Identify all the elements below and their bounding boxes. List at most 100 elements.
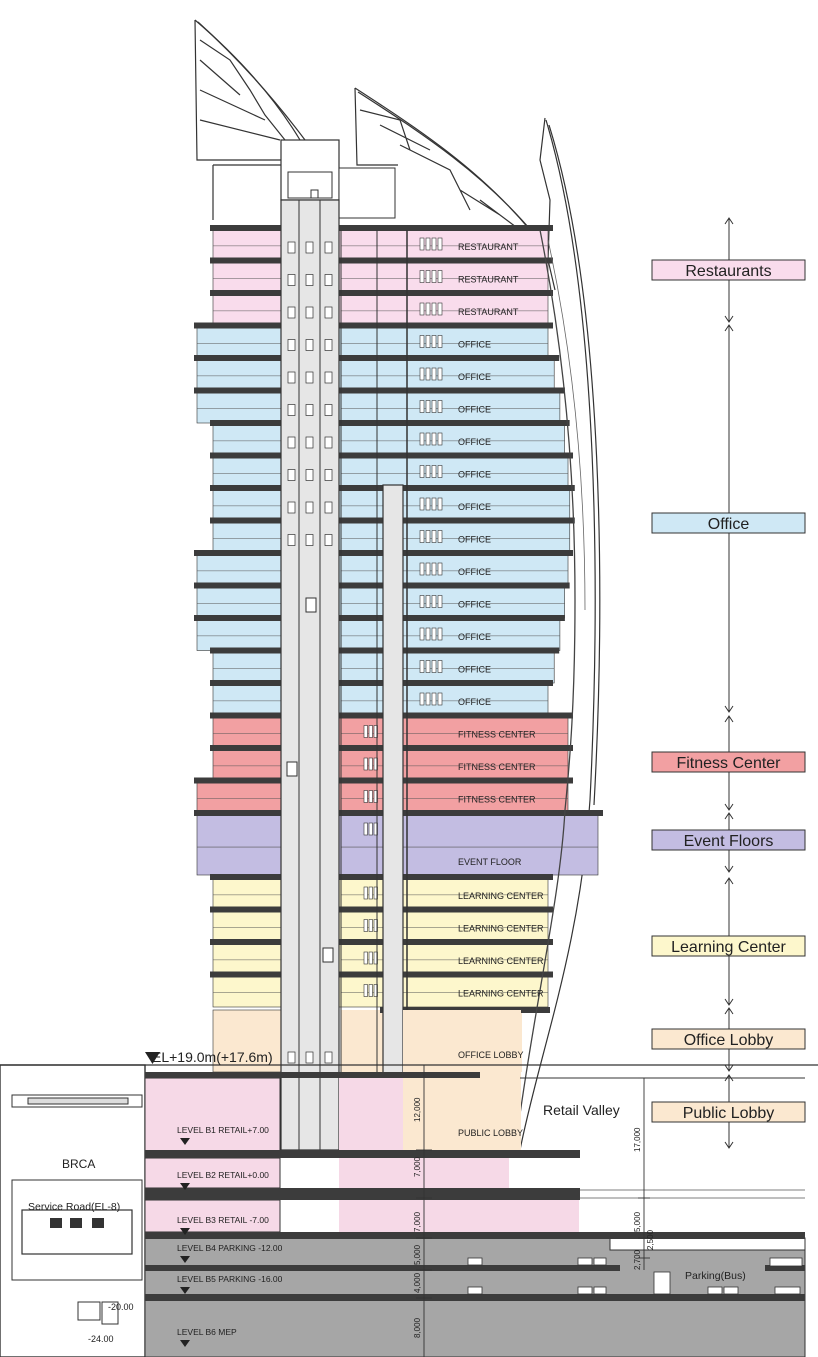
- toilet-stall: [437, 335, 443, 348]
- toilet-stall: [368, 951, 373, 965]
- slab: [145, 1294, 805, 1301]
- floor-slab: [210, 290, 553, 296]
- dim-label: 5,000: [413, 1244, 422, 1265]
- zone-legend-box: [651, 829, 806, 851]
- retail-b3-right: [339, 1200, 579, 1232]
- floor-fill: [212, 422, 565, 456]
- parking-bus-label: Parking(Bus): [685, 1270, 746, 1282]
- core-opening: [305, 597, 317, 613]
- elevator-door: [287, 241, 296, 254]
- floor-slab: [210, 939, 553, 945]
- toilet-stall: [437, 465, 443, 478]
- floor-label: EVENT FLOOR: [458, 857, 522, 867]
- retail-b3-left: [144, 1199, 281, 1233]
- elevator-core: [280, 199, 340, 1151]
- elevator-door: [287, 306, 296, 319]
- floor-label: OFFICE: [458, 567, 491, 577]
- retail-b1-left: [144, 1077, 281, 1159]
- elevator-door: [305, 1051, 314, 1064]
- floor-label: LEARNING CENTER: [458, 988, 544, 998]
- dim-label: 17,000: [633, 1127, 642, 1152]
- dimension-labels-right: 17,000 5,000 2,700 2,500: [633, 1127, 655, 1270]
- zone-legend-box: [651, 1028, 806, 1050]
- elevator-door: [287, 436, 296, 449]
- floor-label: OFFICE: [458, 372, 491, 382]
- elevator-door: [305, 501, 314, 514]
- core-opening: [286, 761, 298, 777]
- elevator-door: [287, 339, 296, 351]
- toilet-stall: [425, 562, 431, 576]
- toilet-stall: [431, 367, 437, 381]
- slab: [145, 1232, 805, 1239]
- arrow-up-icon: [724, 324, 734, 332]
- floor-slab: [194, 322, 553, 329]
- floor-label: LEARNING CENTER: [458, 891, 544, 901]
- slab: [145, 1150, 580, 1158]
- elevator-door: [324, 371, 333, 384]
- podium-basement: [0, 1010, 818, 1357]
- elevator-door: [287, 404, 296, 416]
- floor-label: OFFICE: [458, 664, 491, 674]
- toilet-stall: [419, 530, 425, 543]
- toilet-stall: [437, 692, 443, 706]
- brca-bridge-deck: [27, 1097, 129, 1105]
- toilet-stall: [425, 367, 431, 381]
- toilet-stall: [425, 692, 431, 706]
- toilet-stall: [431, 400, 437, 413]
- floor-label: PUBLIC LOBBY: [458, 1128, 523, 1138]
- elevator-door: [324, 339, 333, 351]
- floor-fill: [196, 325, 549, 359]
- toilet-stall: [431, 530, 437, 543]
- elevator-door: [324, 469, 333, 481]
- floor-fill: [212, 260, 549, 294]
- arrow-down-icon: [724, 998, 734, 1006]
- toilet-stall: [368, 725, 373, 738]
- level-marker: [180, 1287, 190, 1294]
- zone-legend-label: Fitness Center: [676, 755, 781, 772]
- floor-slab: [210, 225, 553, 231]
- arrow-up-icon: [724, 1074, 734, 1082]
- dim-label: 12,000: [413, 1097, 422, 1122]
- elevator-door: [305, 274, 314, 286]
- floor-fill: [196, 617, 561, 651]
- zone-legend-box: [651, 512, 806, 534]
- toilet-stall: [437, 497, 443, 511]
- dim-label: 8,000: [413, 1317, 422, 1338]
- toilet-stall: [363, 790, 368, 803]
- toilet-stall: [437, 270, 443, 283]
- floor-label: OFFICE: [458, 632, 491, 642]
- slab: [145, 1265, 620, 1271]
- arrow-down-icon: [724, 1064, 734, 1072]
- floor-fill: [212, 909, 549, 943]
- level-value-small: -20.00: [108, 1302, 134, 1312]
- toilet-stall: [368, 822, 373, 836]
- floor-fill: [196, 357, 555, 391]
- toilet-stall: [431, 497, 437, 511]
- arrow-down-icon: [724, 865, 734, 873]
- floor-label: RESTAURANT: [458, 274, 519, 284]
- floor-slab: [210, 874, 553, 880]
- arrow-up-icon: [724, 1007, 734, 1015]
- dim-label: 2,500: [646, 1229, 655, 1250]
- slab: [765, 1265, 805, 1271]
- floor-label: OFFICE: [458, 697, 491, 707]
- floor-label: FITNESS CENTER: [458, 729, 536, 739]
- toilet-stall: [363, 984, 368, 997]
- floor-slab: [210, 906, 553, 913]
- level-marker: [180, 1138, 190, 1145]
- toilet-stall: [431, 465, 437, 478]
- floor-label: RESTAURANT: [458, 242, 519, 252]
- toilet-stall: [419, 562, 425, 576]
- floor-fill: [212, 682, 549, 716]
- toilet-stall: [419, 692, 425, 706]
- elevator-door: [324, 404, 333, 416]
- core-opening: [322, 947, 334, 963]
- dim-label: 7,000: [413, 1156, 422, 1177]
- toilet-stall: [437, 595, 443, 608]
- elevator-door: [324, 1051, 333, 1064]
- toilet-stall: [419, 627, 425, 641]
- toilet-stall: [431, 270, 437, 283]
- floor-fill: [212, 876, 549, 910]
- toilet-stall: [419, 367, 425, 381]
